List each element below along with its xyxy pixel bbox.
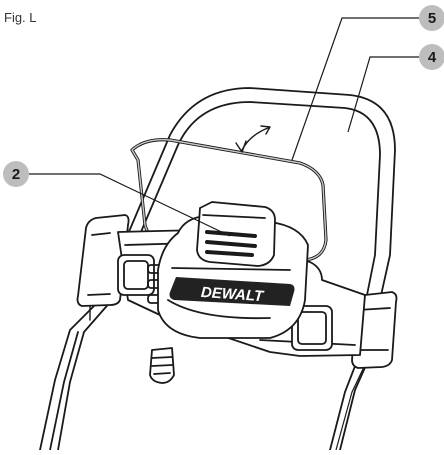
left-lower-handle xyxy=(39,234,113,451)
logo-text: DEWALT xyxy=(200,284,265,305)
curved-double-arrow-icon xyxy=(235,125,271,153)
leader-lines xyxy=(29,17,419,237)
adjustment-knob xyxy=(149,347,175,384)
callout-2: 2 xyxy=(3,161,29,187)
leader-5 xyxy=(291,17,419,161)
dewalt-logo: DEWALT xyxy=(169,277,295,306)
callout-5: 5 xyxy=(419,5,444,31)
figure-label: Fig. L xyxy=(4,10,37,25)
left-clamp xyxy=(76,214,130,307)
switch-button xyxy=(196,201,276,267)
left-knob-cluster xyxy=(117,254,163,304)
leader-4 xyxy=(347,56,419,133)
callout-4: 4 xyxy=(419,44,444,70)
leader-2 xyxy=(29,173,231,237)
upper-handle xyxy=(99,87,396,301)
